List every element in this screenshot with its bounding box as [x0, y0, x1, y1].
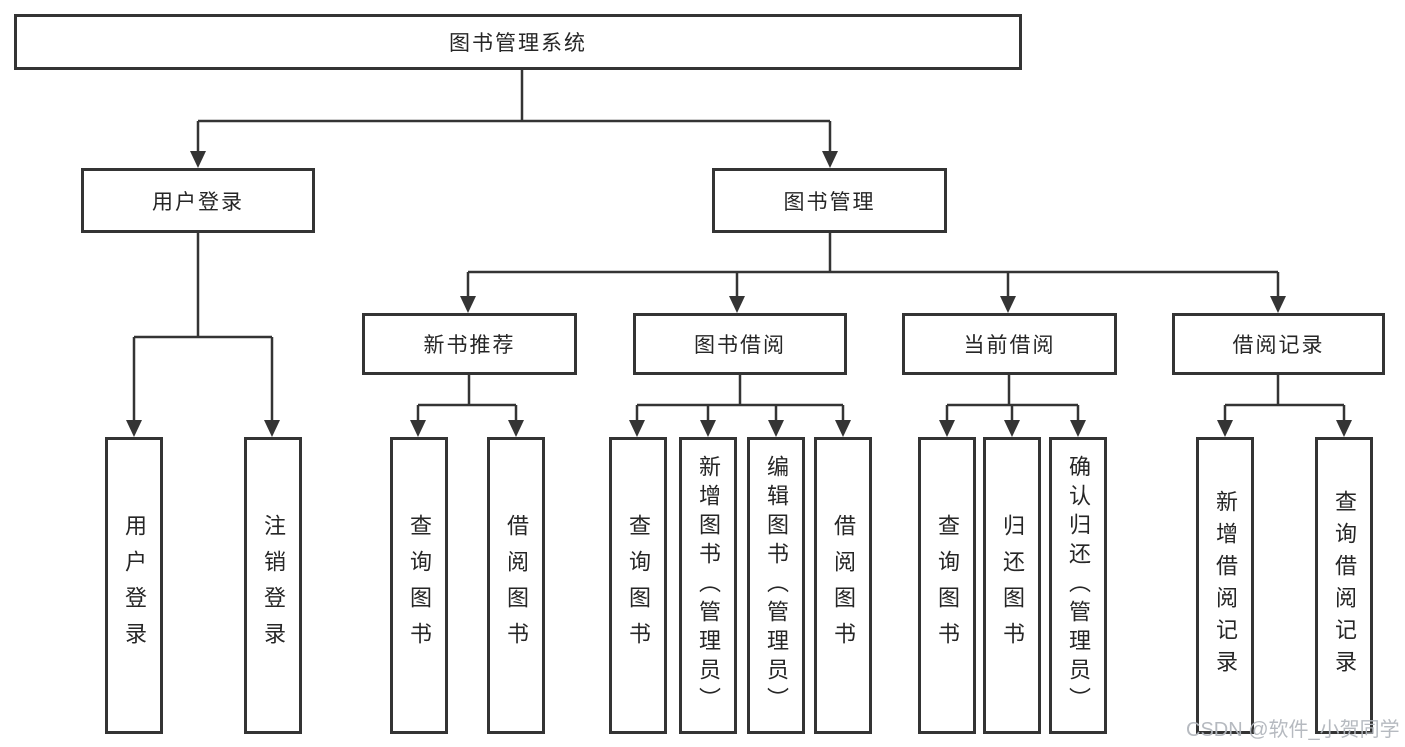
node-borrow-books-recommend: 借阅图书	[487, 437, 545, 734]
node-query-books-recommend: 查询图书	[390, 437, 448, 734]
node-return-books: 归还图书	[983, 437, 1041, 734]
node-label: 查询图书	[407, 513, 432, 658]
node-new-book-recommend: 新书推荐	[362, 313, 577, 375]
node-label: 借阅图书	[831, 513, 856, 658]
node-label: 查询图书	[935, 513, 960, 658]
node-label: 借阅记录	[1232, 334, 1325, 357]
node-query-borrow-record: 查询借阅记录	[1315, 437, 1373, 734]
node-label: 用户登录	[152, 190, 244, 214]
node-label: 新增图书（管理员）	[696, 455, 721, 716]
node-confirm-return-admin: 确认归还（管理员）	[1049, 437, 1107, 734]
node-label: 确认归还（管理员）	[1066, 455, 1091, 716]
node-user-login-leaf: 用户登录	[105, 437, 163, 734]
node-label: 图书管理	[783, 190, 876, 214]
node-user-login: 用户登录	[81, 168, 315, 233]
node-label: 编辑图书（管理员）	[764, 455, 789, 716]
node-add-books-admin: 新增图书（管理员）	[679, 437, 737, 734]
node-library-management-system: 图书管理系统	[14, 14, 1022, 70]
node-label: 图书借阅	[694, 334, 786, 357]
node-label: 用户登录	[122, 513, 147, 658]
node-add-borrow-record: 新增借阅记录	[1196, 437, 1254, 734]
node-query-books-current: 查询图书	[918, 437, 976, 734]
node-edit-books-admin: 编辑图书（管理员）	[747, 437, 805, 734]
node-current-borrow: 当前借阅	[902, 313, 1117, 375]
node-book-management: 图书管理	[712, 168, 947, 233]
node-label: 借阅图书	[504, 513, 529, 658]
node-borrow-books: 借阅图书	[814, 437, 872, 734]
node-label: 新书推荐	[423, 334, 516, 357]
node-label: 当前借阅	[963, 334, 1056, 357]
node-borrow-records: 借阅记录	[1172, 313, 1385, 375]
node-logout: 注销登录	[244, 437, 302, 734]
node-query-books-borrow: 查询图书	[609, 437, 667, 734]
node-label: 注销登录	[261, 513, 286, 658]
node-label: 查询借阅记录	[1332, 489, 1357, 682]
watermark: CSDN @软件_小贺同学	[1186, 719, 1400, 741]
node-label: 图书管理系统	[449, 32, 587, 55]
node-label: 查询图书	[626, 513, 651, 658]
node-book-borrow: 图书借阅	[633, 313, 847, 375]
node-label: 新增借阅记录	[1213, 489, 1238, 682]
node-label: 归还图书	[1000, 513, 1025, 658]
